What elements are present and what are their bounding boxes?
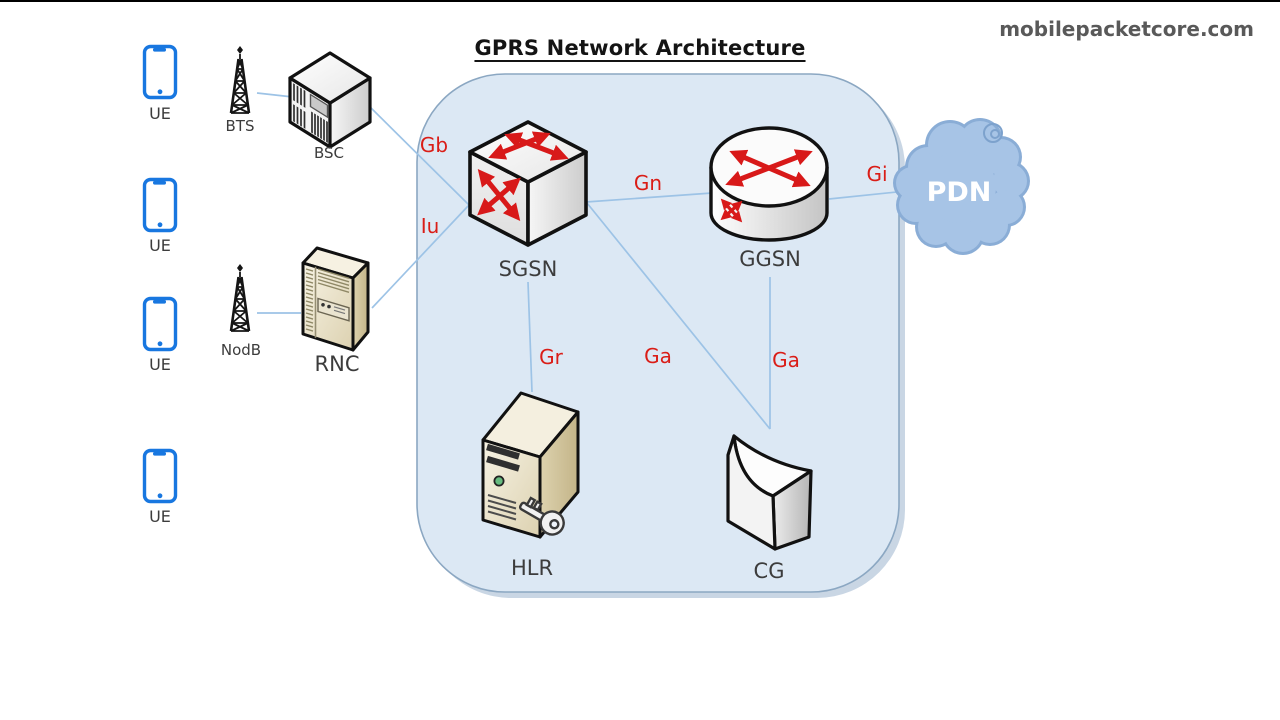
node-ue-4 xyxy=(142,448,178,504)
edge-rnc-sgsn-iu xyxy=(371,204,470,309)
interface-ga-ggsn-label: Ga xyxy=(772,348,800,372)
ue2-label: UE xyxy=(149,236,171,255)
server-key-icon xyxy=(481,391,580,539)
diagram-title-text: GPRS Network Architecture xyxy=(474,36,806,60)
node-ue-3 xyxy=(142,296,178,352)
node-hlr xyxy=(481,391,580,539)
pdn-label: PDN xyxy=(927,177,992,208)
nodb-label: NodB xyxy=(221,341,261,359)
edge-bts-bsc xyxy=(256,92,294,98)
bts-label: BTS xyxy=(226,117,255,135)
server-tower-icon xyxy=(301,246,370,352)
sgsn-label: SGSN xyxy=(499,257,558,281)
interface-gb-label: Gb xyxy=(420,133,448,157)
radio-tower-icon xyxy=(229,264,251,332)
watermark: mobilepacketcore.com xyxy=(999,17,1254,41)
smartphone-icon xyxy=(142,296,178,352)
interface-ga-sgsn-label: Ga xyxy=(644,344,672,368)
hlr-label: HLR xyxy=(511,556,553,580)
interface-gn-label: Gn xyxy=(634,171,662,195)
node-ue-1 xyxy=(142,44,178,100)
cg-label: CG xyxy=(754,559,785,583)
interface-iu-label: Iu xyxy=(421,214,440,238)
network-chassis-icon xyxy=(288,51,372,149)
smartphone-icon xyxy=(142,448,178,504)
diagram-title: GPRS Network Architecture xyxy=(0,36,1280,60)
node-rnc xyxy=(301,246,370,352)
switch-cube-icon xyxy=(468,120,588,247)
node-pdn xyxy=(893,118,1030,255)
key-icon xyxy=(518,496,565,536)
charging-gateway-icon xyxy=(726,434,813,551)
smartphone-icon xyxy=(142,177,178,233)
node-bsc xyxy=(288,51,372,149)
radio-tower-icon xyxy=(229,46,251,114)
edge-sgsn-ggsn-gn xyxy=(585,192,713,203)
node-ggsn xyxy=(709,126,829,242)
top-border xyxy=(0,0,1280,2)
cloud-swirl xyxy=(983,123,1003,143)
ue1-label: UE xyxy=(149,104,171,123)
edge-sgsn-cg-ga xyxy=(586,202,771,430)
node-ue-2 xyxy=(142,177,178,233)
ue4-label: UE xyxy=(149,507,171,526)
smartphone-icon xyxy=(142,44,178,100)
edge-sgsn-hlr-gr xyxy=(527,281,533,393)
node-bts xyxy=(229,46,251,114)
rnc-label: RNC xyxy=(315,352,360,376)
cloud-icon xyxy=(893,118,1030,255)
node-nodb xyxy=(229,264,251,332)
node-sgsn xyxy=(468,120,588,247)
router-cylinder-icon xyxy=(709,126,829,242)
interface-gi-label: Gi xyxy=(866,162,887,186)
ggsn-label: GGSN xyxy=(739,247,801,271)
edge-bsc-sgsn-gb xyxy=(365,102,470,206)
ue3-label: UE xyxy=(149,355,171,374)
interface-gr-label: Gr xyxy=(539,345,563,369)
node-cg xyxy=(726,434,813,551)
bsc-label: BSC xyxy=(314,144,344,162)
